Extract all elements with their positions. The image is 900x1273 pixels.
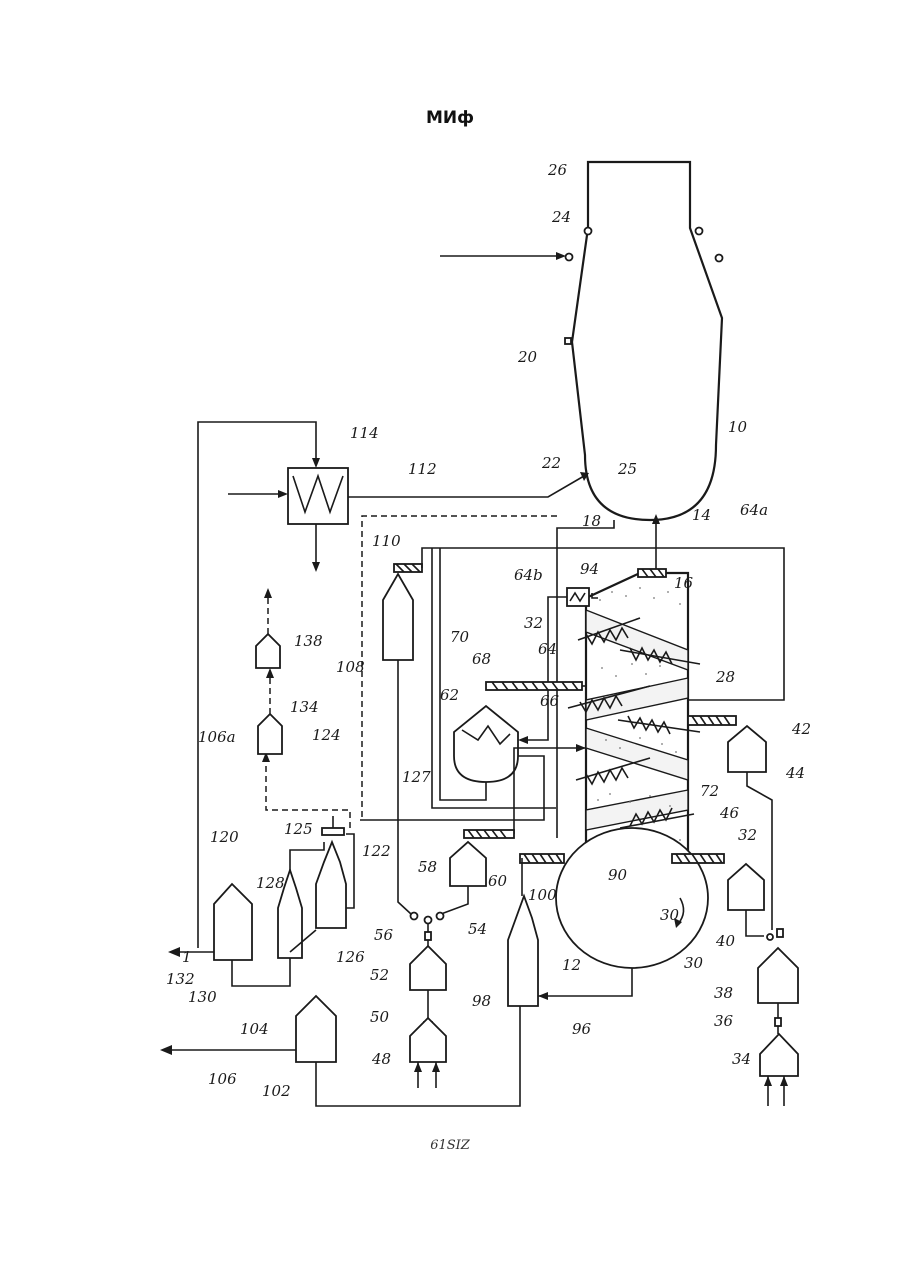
nozzle-24-right [696, 228, 703, 235]
label-50: 50 [370, 1008, 390, 1026]
label-22: 22 [541, 454, 561, 472]
label-40: 40 [715, 932, 736, 950]
label-14: 14 [692, 506, 711, 524]
tank-12 [556, 828, 708, 968]
label-98: 98 [472, 992, 491, 1010]
label-125: 125 [284, 820, 313, 838]
heat-exchanger-114 [288, 468, 348, 524]
label-106a: 106a [198, 728, 236, 746]
label-25: 25 [617, 460, 637, 478]
vessel-62 [454, 688, 548, 782]
label-30b: 30 [660, 906, 680, 924]
label-42: 42 [791, 720, 811, 738]
label-124: 124 [312, 726, 341, 744]
label-68: 68 [472, 650, 491, 668]
nozzle-24-left [585, 228, 592, 235]
label-60: 60 [488, 872, 508, 890]
label-46: 46 [719, 804, 740, 822]
hopper-34 [760, 1034, 798, 1076]
page-footer: 61SIZ [0, 1138, 900, 1153]
label-96: 96 [572, 1020, 592, 1038]
label-38: 38 [714, 984, 733, 1002]
label-56: 56 [374, 926, 394, 944]
label-26: 26 [547, 161, 568, 179]
label-16: 16 [674, 574, 694, 592]
hopper-58 [450, 842, 486, 886]
label-24: 24 [551, 208, 571, 226]
label-30a: 30 [684, 954, 704, 972]
separator-108 [383, 564, 422, 660]
hopper-44 [728, 726, 766, 772]
label-1: 1 [182, 948, 192, 966]
label-12: 12 [562, 956, 581, 974]
column-28 [568, 573, 700, 858]
sensor-20 [565, 338, 571, 344]
cyclone-126 [316, 842, 346, 928]
hopper-40 [728, 864, 764, 910]
label-32a: 32 [524, 614, 543, 632]
vessel-130 [214, 884, 252, 960]
label-64: 64 [538, 640, 557, 658]
label-106: 106 [208, 1070, 237, 1088]
label-114: 114 [350, 424, 379, 442]
vessel-138 [256, 634, 280, 668]
label-52: 52 [370, 966, 389, 984]
label-94: 94 [580, 560, 599, 578]
label-127: 127 [402, 768, 431, 786]
labels: 26 24 20 10 22 25 18 14 64a 16 94 64b 32… [166, 161, 811, 1100]
label-102: 102 [262, 1082, 291, 1100]
label-104: 104 [240, 1020, 269, 1038]
reactor-vessel-10 [565, 162, 723, 520]
label-100: 100 [528, 886, 557, 904]
conveyor-125 [322, 828, 344, 835]
label-120: 120 [210, 828, 239, 846]
label-128: 128 [256, 874, 285, 892]
label-138: 138 [294, 632, 323, 650]
label-122: 122 [362, 842, 391, 860]
label-64a: 64a [740, 501, 768, 519]
hopper-52 [410, 946, 446, 990]
hopper-48 [410, 1018, 446, 1062]
cyclone-98 [508, 896, 538, 1006]
label-134: 134 [290, 698, 319, 716]
hopper-38 [758, 948, 798, 1003]
hopper-104 [296, 996, 336, 1062]
vessel-134 [258, 714, 282, 754]
label-132: 132 [166, 970, 195, 988]
label-90: 90 [608, 866, 628, 884]
label-108: 108 [336, 658, 365, 676]
label-10: 10 [728, 418, 748, 436]
label-62: 62 [440, 686, 459, 704]
label-54: 54 [468, 920, 487, 938]
label-130: 130 [188, 988, 217, 1006]
label-44: 44 [785, 764, 805, 782]
label-64b: 64b [514, 566, 543, 584]
label-34: 34 [732, 1050, 751, 1068]
label-110: 110 [372, 532, 401, 550]
label-58: 58 [418, 858, 437, 876]
label-48: 48 [371, 1050, 391, 1068]
label-32b: 32 [738, 826, 757, 844]
label-112: 112 [408, 460, 437, 478]
label-72: 72 [700, 782, 719, 800]
label-70: 70 [450, 628, 470, 646]
label-36: 36 [714, 1012, 734, 1030]
label-18: 18 [582, 512, 601, 530]
label-20: 20 [517, 348, 538, 366]
label-28: 28 [715, 668, 735, 686]
label-126: 126 [336, 948, 365, 966]
label-66: 66 [540, 692, 560, 710]
